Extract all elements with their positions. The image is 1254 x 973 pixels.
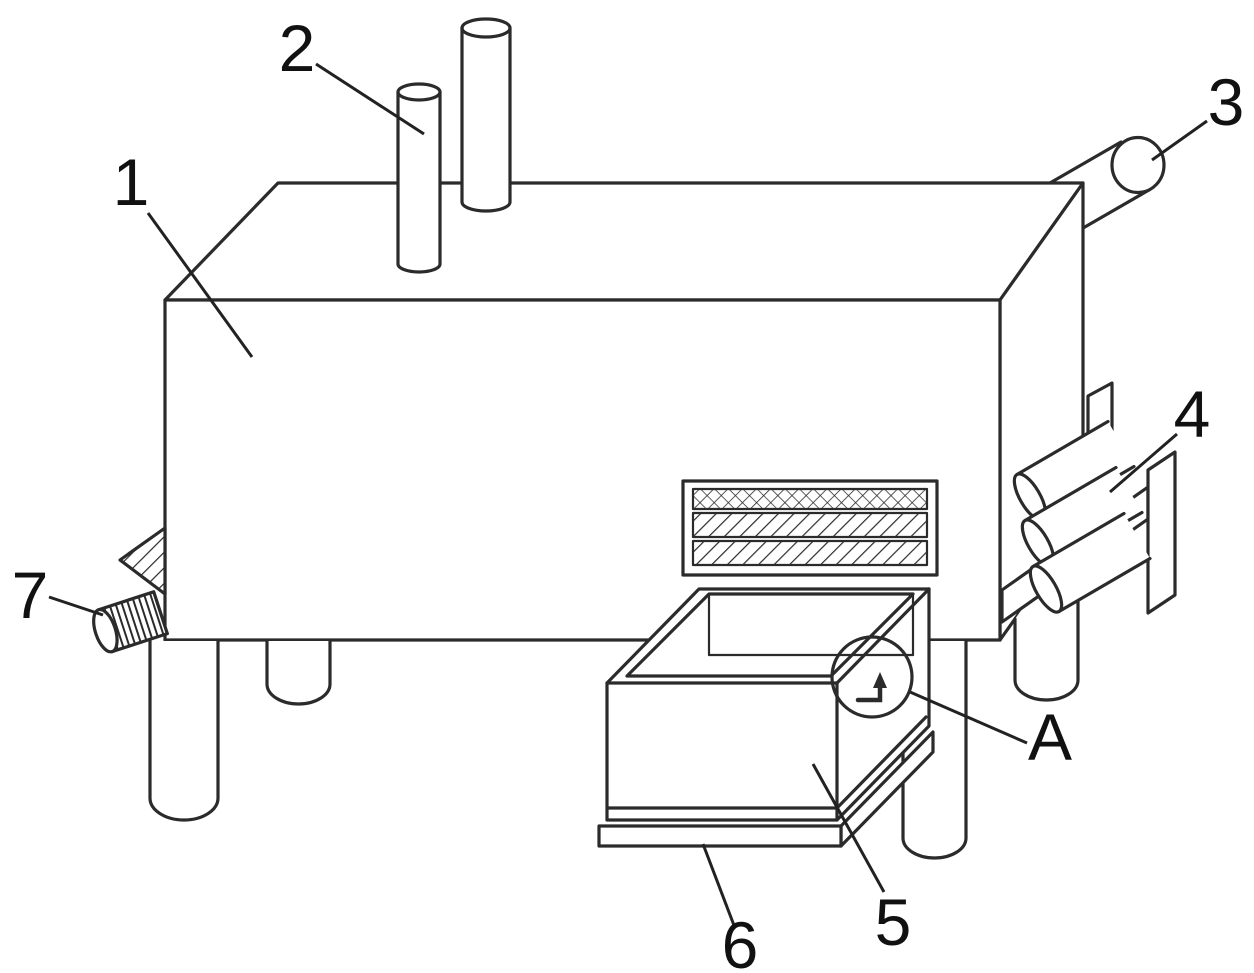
- bracket-wedge: [118, 526, 167, 596]
- part-label-6: 6: [722, 908, 759, 973]
- housing-top-face: [163, 181, 1085, 302]
- grille-band-hatch: [691, 539, 929, 567]
- leader-line-7: [48, 595, 104, 617]
- part-label-a: A: [1028, 700, 1072, 774]
- roller-end-cap: [1028, 564, 1064, 614]
- detail-arrow-glyph-icon: [855, 672, 887, 703]
- part-label-3: 3: [1208, 65, 1245, 139]
- pipe-top-opening: [460, 17, 512, 39]
- base-plate-front: [597, 824, 843, 848]
- collection-box-body: [605, 587, 931, 822]
- leader-line-2: [315, 62, 425, 136]
- leader-line-1: [146, 212, 254, 358]
- rail-rollers: [1012, 419, 1152, 614]
- hand-knob: [92, 590, 169, 654]
- box-flange-edge: [835, 715, 928, 810]
- detail-circle: [830, 635, 914, 719]
- leader-line-5: [811, 763, 886, 893]
- outlet-cylinder-edge: [1041, 140, 1123, 189]
- grille-band-hatch: [691, 511, 929, 539]
- support-leg-mid-left: [265, 639, 332, 706]
- grille-band-crosshatch: [691, 487, 929, 511]
- leader-line-3: [1151, 119, 1208, 162]
- side-rail-assembly: [1000, 381, 1177, 624]
- main-housing: [163, 181, 1085, 642]
- part-label-5: 5: [875, 885, 912, 959]
- collection-box: [605, 587, 931, 822]
- pipe-body: [396, 90, 442, 274]
- knob-end-cap: [92, 607, 119, 654]
- part-label-2: 2: [279, 11, 316, 85]
- rail-bracket: [1146, 450, 1177, 615]
- inlet-pipes: [396, 17, 512, 274]
- reference-labels: 1 2 3 4 5 6 7 A: [12, 11, 1245, 973]
- outlet-cylinder-end: [1110, 135, 1166, 195]
- roller-bottom: [1028, 511, 1152, 614]
- part-label-7: 7: [12, 558, 49, 632]
- part-label-4: 4: [1174, 377, 1211, 451]
- part-label-1: 1: [113, 145, 150, 219]
- inlet-pipe-left: [396, 82, 442, 274]
- collection-box-interior: [707, 592, 915, 657]
- leader-line-a: [909, 690, 1028, 745]
- side-bracket: [118, 526, 167, 596]
- support-leg-front-left: [148, 639, 220, 822]
- pipe-top-opening: [396, 82, 442, 102]
- housing-front-face: [163, 298, 1002, 642]
- leader-line-6: [701, 843, 737, 929]
- pipe-body: [460, 26, 512, 213]
- knurl-lines: [103, 592, 165, 651]
- inlet-pipe-right: [460, 17, 512, 213]
- leader-line-4: [1109, 432, 1178, 494]
- detail-callout-a: [830, 635, 914, 719]
- vent-grille: [681, 479, 939, 577]
- base-plate: [597, 730, 935, 848]
- reference-leaders: [48, 62, 1208, 929]
